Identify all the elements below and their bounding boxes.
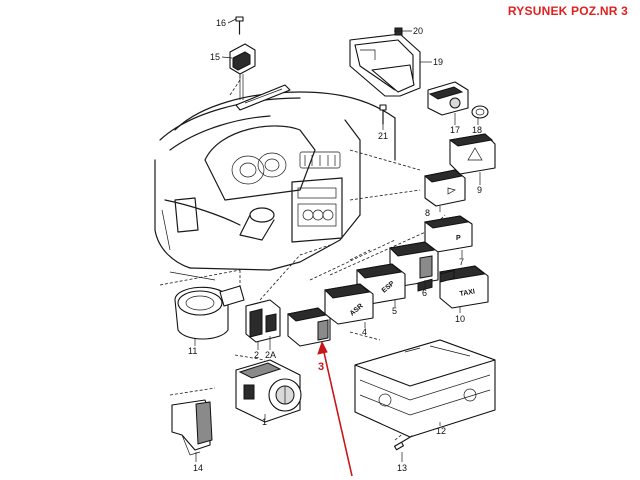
- callout-4: 4: [362, 327, 367, 337]
- part-9-hazard-switch: [448, 133, 496, 175]
- guide-lines: [159, 70, 446, 441]
- callout-3-highlight: 3: [318, 361, 324, 373]
- part-20-clip: [394, 27, 403, 36]
- highlight-pointer-arrow: [317, 340, 353, 477]
- callout-2: 2: [254, 350, 259, 360]
- callout-11: 11: [188, 346, 197, 356]
- part-2-switch: [245, 299, 281, 343]
- leader-lines: [194, 18, 481, 462]
- switch-label-p: P: [456, 235, 461, 242]
- callout-5: 5: [392, 306, 397, 316]
- callout-13: 13: [397, 463, 407, 473]
- dashboard: [154, 91, 396, 281]
- callout-18: 18: [472, 125, 482, 135]
- part-8-switch: [423, 169, 466, 207]
- part-14-bracket: [171, 399, 213, 456]
- part-16-screw: [235, 16, 244, 35]
- page-title: RYSUNEK POZ.NR 3: [507, 4, 628, 18]
- callout-2a: 2A: [265, 350, 276, 360]
- part-7-parking-switch: P: [423, 215, 473, 253]
- part-17-knob-housing: [427, 81, 469, 116]
- part-12-climate-control: [354, 269, 496, 438]
- callout-10: 10: [455, 314, 465, 324]
- part-13-screw: [393, 435, 413, 451]
- callout-17: 17: [450, 125, 460, 135]
- callout-14: 14: [193, 463, 203, 473]
- callout-16: 16: [216, 18, 226, 28]
- callout-8: 8: [425, 208, 430, 218]
- callout-21: 21: [378, 131, 388, 141]
- callout-19: 19: [433, 57, 443, 67]
- switch-label-taxi: TAXI: [459, 288, 475, 298]
- defrost-strip: [235, 84, 291, 111]
- callout-9: 9: [477, 185, 482, 195]
- part-1-headlight-switch: [235, 359, 302, 423]
- part-4-asr-switch: ASR: [323, 283, 374, 325]
- callout-numbers: 16 15 20 19 21 17 18 9 8 7 6 10 5 4 2 2A…: [188, 18, 482, 473]
- part-11-switch-ring: [174, 285, 245, 340]
- callout-6: 6: [422, 288, 427, 298]
- part-19-console-frame: [349, 33, 421, 97]
- callout-15: 15: [210, 52, 220, 62]
- part-21-screw: [379, 104, 387, 125]
- callout-1: 1: [262, 417, 267, 427]
- part-18-knob-cap: [471, 105, 489, 119]
- callout-12: 12: [436, 426, 446, 436]
- callout-20: 20: [413, 26, 423, 36]
- part-3-switch: [286, 307, 331, 347]
- callout-7: 7: [459, 257, 464, 267]
- part-15-bracket: [229, 43, 256, 100]
